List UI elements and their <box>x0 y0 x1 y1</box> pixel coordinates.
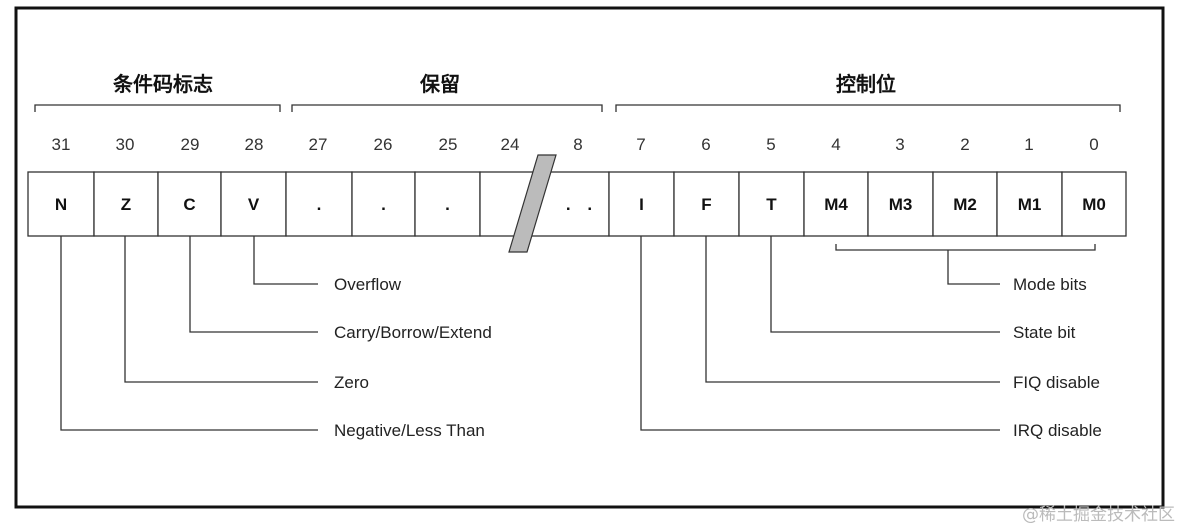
bit-number: 2 <box>960 135 969 154</box>
bit-number: 27 <box>309 135 328 154</box>
leader-z <box>124 236 318 383</box>
bit-number: 26 <box>374 135 393 154</box>
label-zero: Zero <box>334 373 369 392</box>
group-title-condition: 条件码标志 <box>113 72 213 96</box>
bit-cell <box>414 171 481 237</box>
bit-cell-label: C <box>183 195 195 214</box>
bit-number: 25 <box>439 135 458 154</box>
leader-v <box>253 236 318 285</box>
bit-cell <box>738 171 805 237</box>
leader-c <box>189 236 318 333</box>
bracket-control <box>615 104 1121 112</box>
bit-number: 6 <box>701 135 710 154</box>
bit-number: 0 <box>1089 135 1098 154</box>
label-overflow: Overflow <box>334 275 402 294</box>
label-mode: Mode bits <box>1013 275 1087 294</box>
bit-cell-label: N <box>55 195 67 214</box>
bit-cell-label: I <box>639 195 644 214</box>
label-irq: IRQ disable <box>1013 421 1102 440</box>
bit-cell-label: M3 <box>889 195 913 214</box>
bit-cell <box>803 171 869 237</box>
bracket-reserved <box>291 104 603 112</box>
bit-cell-label: M0 <box>1082 195 1106 214</box>
bit-cell <box>996 171 1063 237</box>
bit-number: 30 <box>116 135 135 154</box>
bit-number: 31 <box>52 135 71 154</box>
bit-cell <box>93 171 159 237</box>
bit-number: 3 <box>895 135 904 154</box>
bit-cell <box>608 171 675 237</box>
leader-f <box>705 236 1000 383</box>
bit-cell <box>285 171 353 237</box>
bit-number: 29 <box>181 135 200 154</box>
bit-cell <box>351 171 416 237</box>
bit-cell-label: T <box>766 195 777 214</box>
label-state: State bit <box>1013 323 1076 342</box>
bit-cell-label: . <box>317 195 322 214</box>
bracket-mode <box>835 244 1096 251</box>
label-fiq: FIQ disable <box>1013 373 1100 392</box>
group-title-control: 控制位 <box>836 72 896 96</box>
bit-cell <box>220 171 287 237</box>
leader-t <box>770 236 1000 333</box>
bit-number: 24 <box>501 135 520 154</box>
leader-i <box>640 236 1000 431</box>
bit-cell-label: Z <box>121 195 131 214</box>
leader-mode <box>947 250 1000 285</box>
bit-number: 7 <box>636 135 645 154</box>
bit-cell-label: F <box>701 195 711 214</box>
bracket-condition <box>34 104 281 112</box>
label-negative: Negative/Less Than <box>334 421 485 440</box>
watermark: @稀土掘金技术社区 <box>1022 505 1175 525</box>
bit-cell-label: M4 <box>824 195 848 214</box>
bit-cell <box>1061 171 1127 237</box>
bit-cell-label: . <box>381 195 386 214</box>
bit-cell-label: M1 <box>1018 195 1042 214</box>
break-slash <box>508 154 557 253</box>
bit-number: 1 <box>1024 135 1033 154</box>
bit-cell <box>867 171 934 237</box>
bit-cell-label: V <box>248 195 260 214</box>
bit-number: 5 <box>766 135 775 154</box>
bit-cell-label: . . <box>566 195 598 214</box>
bit-cell-label: M2 <box>953 195 977 214</box>
bit-cell-label: . <box>445 195 450 214</box>
group-title-reserved: 保留 <box>419 72 460 96</box>
bit-cell <box>932 171 998 237</box>
outer-frame <box>14 6 1165 509</box>
leader-n <box>60 236 318 431</box>
bit-number: 28 <box>245 135 264 154</box>
bit-number: 4 <box>831 135 840 154</box>
bit-number: 8 <box>573 135 582 154</box>
label-carry: Carry/Borrow/Extend <box>334 323 492 342</box>
